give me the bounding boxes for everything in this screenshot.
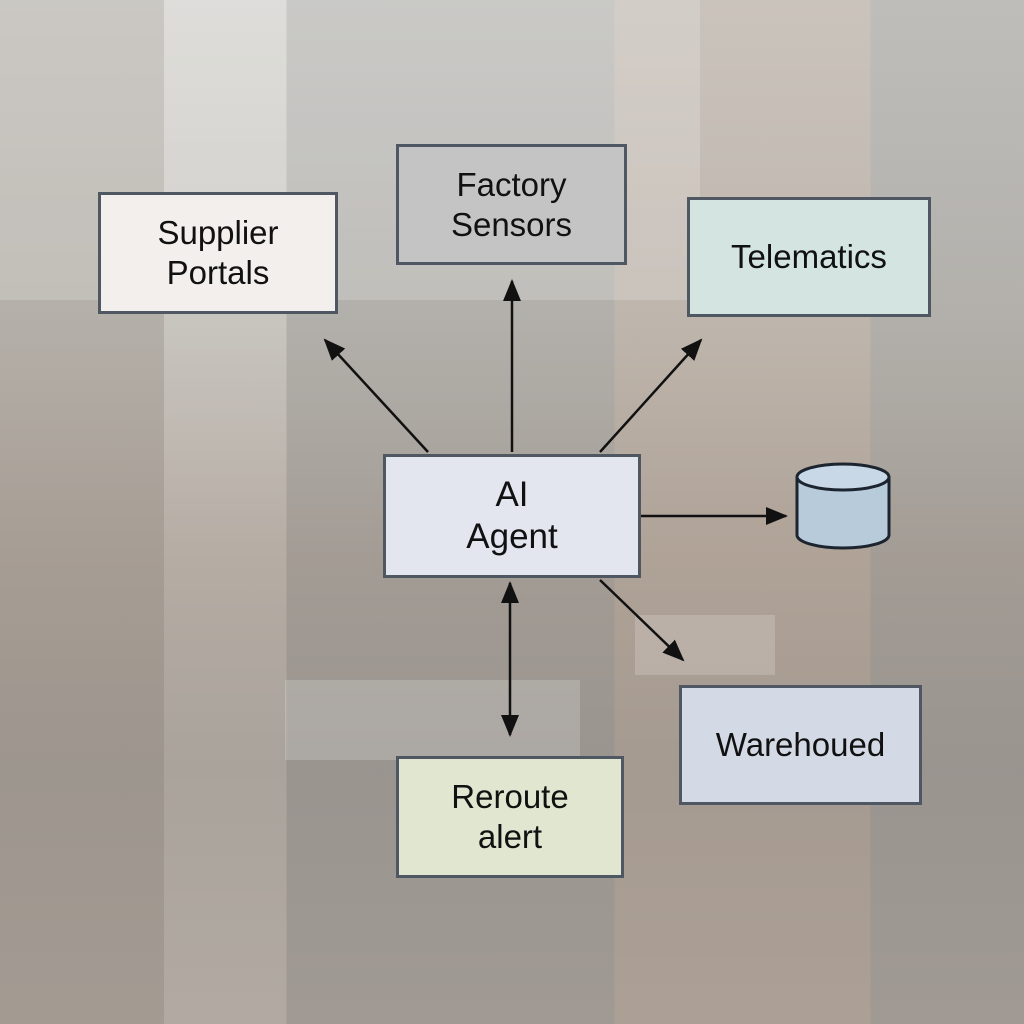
arrow-to-warehouse — [599, 579, 685, 662]
background-paper-patch — [635, 615, 775, 675]
node-telematics[interactable]: Telematics — [687, 197, 931, 317]
node-reroute-alert[interactable]: Reroute alert — [396, 756, 624, 878]
node-supplier-portals[interactable]: Supplier Portals — [98, 192, 338, 314]
arrow-to-telematics — [599, 338, 703, 453]
node-label: Supplier Portals — [157, 214, 279, 291]
node-label: Factory Sensors — [450, 165, 573, 243]
node-label: Warehoued — [715, 726, 886, 764]
database-cylinder-icon — [795, 462, 891, 550]
node-label: Reroute alert — [451, 778, 569, 855]
node-label: Telematics — [731, 238, 887, 276]
node-label: AI Agent — [466, 475, 558, 556]
arrow-to-supplier-portals — [323, 338, 429, 453]
node-factory-sensors[interactable]: Factory Sensors — [396, 144, 627, 265]
background-paper-patch — [285, 680, 580, 760]
node-warehouse[interactable]: Warehoued — [679, 685, 922, 805]
node-ai-agent[interactable]: AI Agent — [383, 454, 641, 578]
